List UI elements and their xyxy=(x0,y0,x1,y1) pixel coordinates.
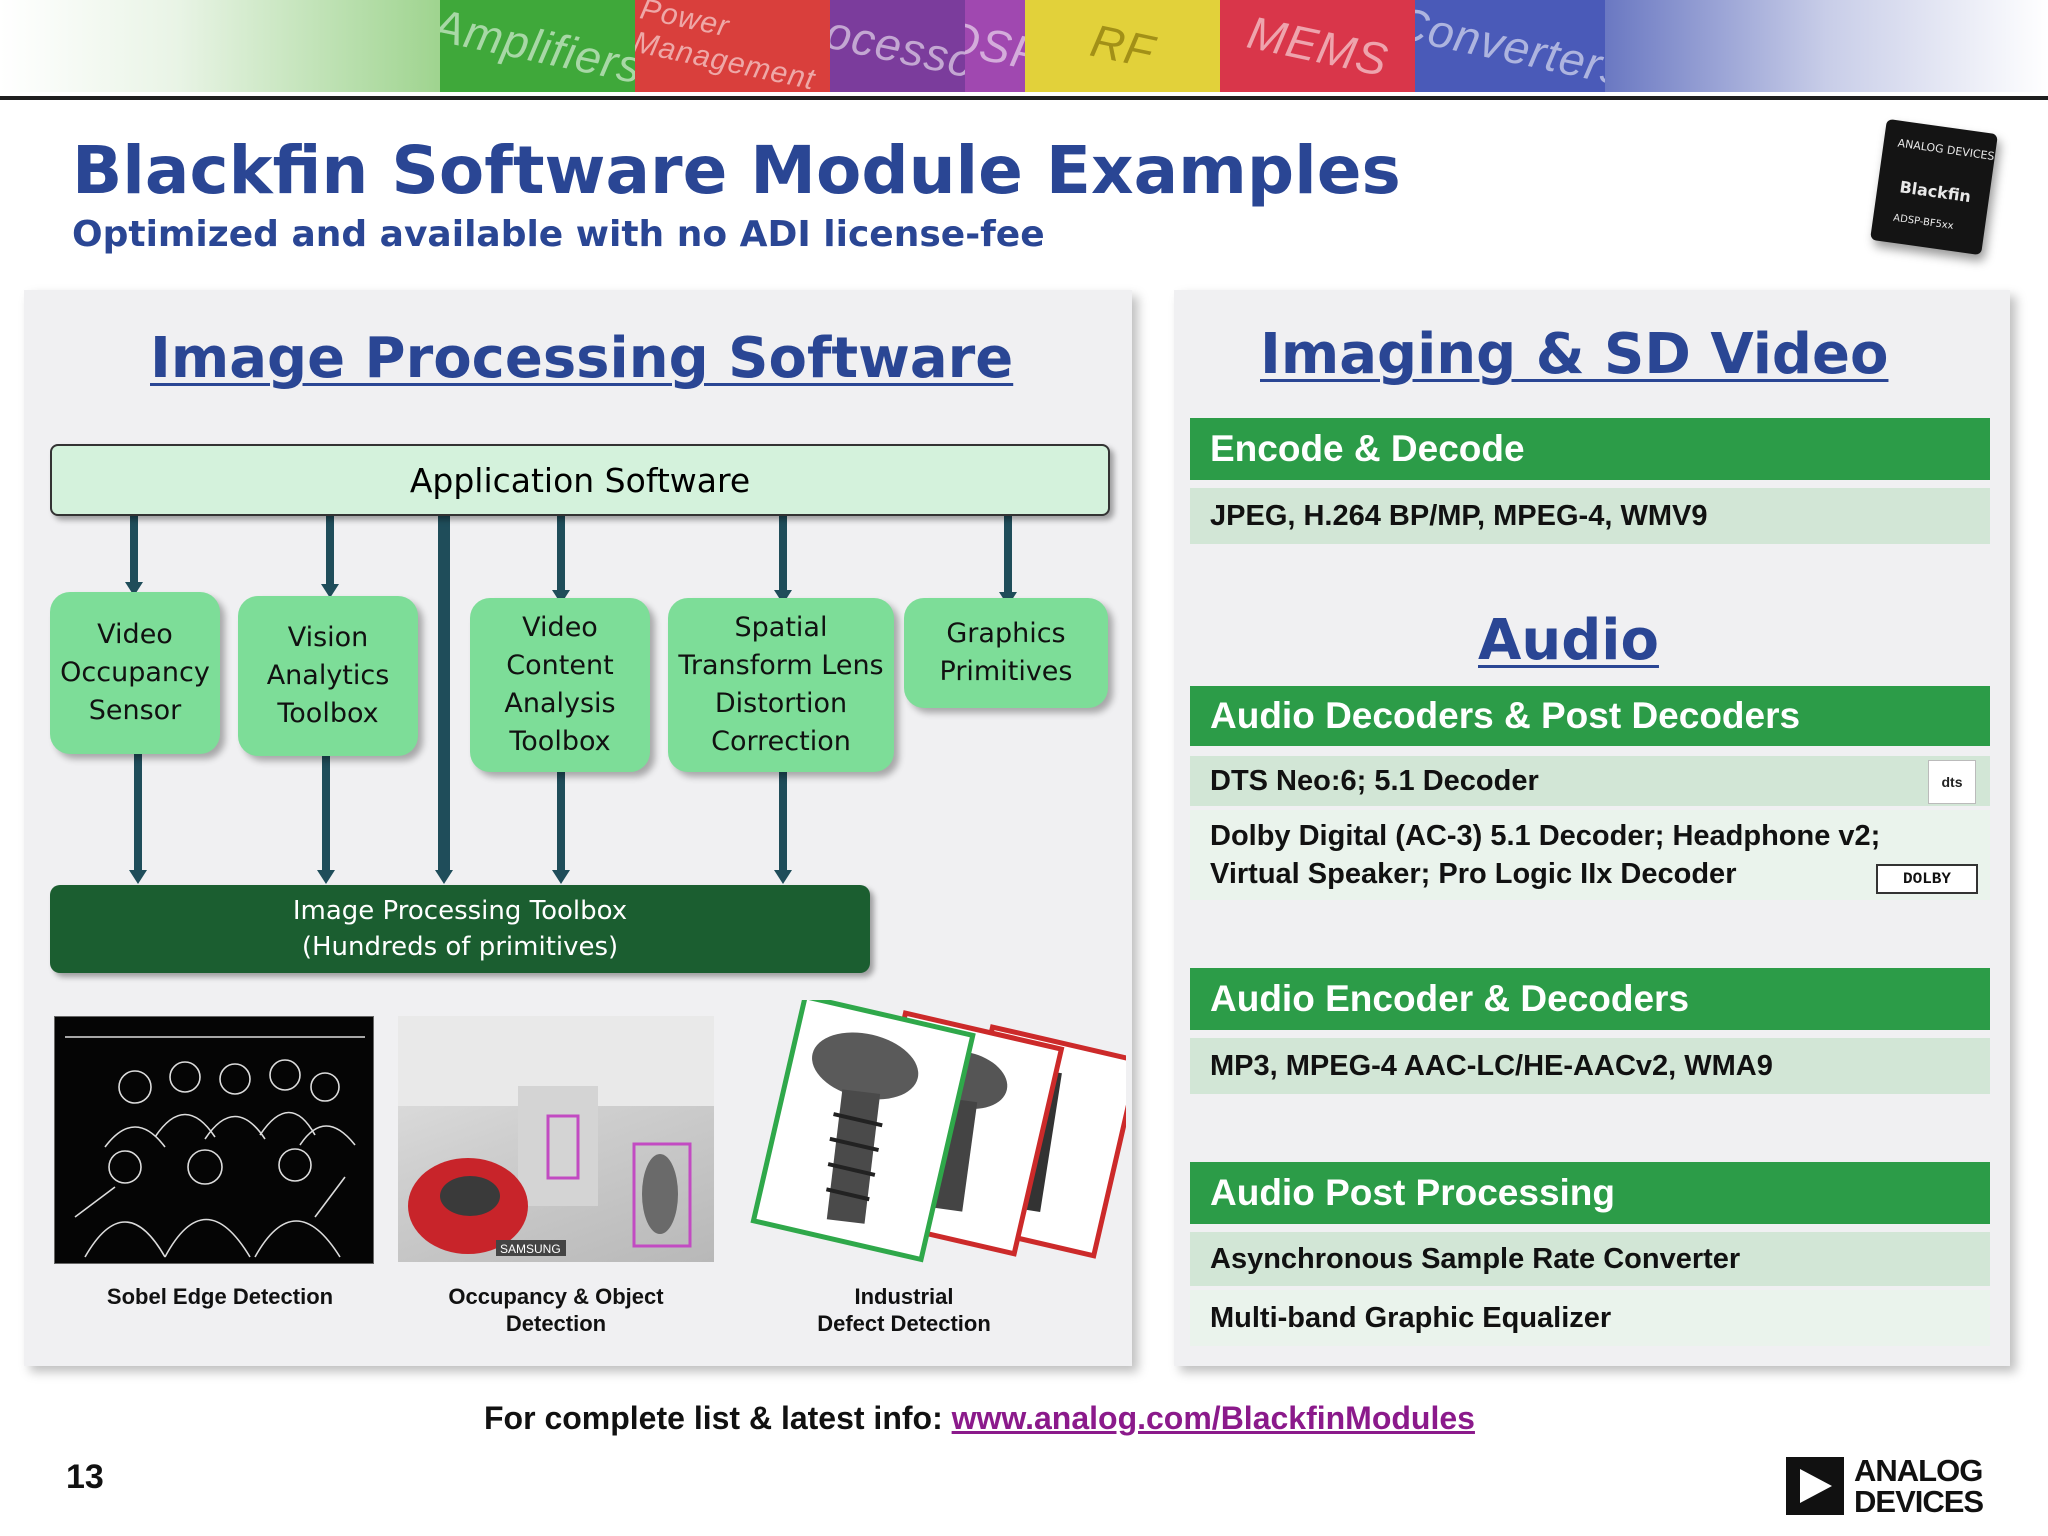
audio-decoders-header: Audio Decoders & Post Decoders xyxy=(1190,686,1990,746)
arrow-head xyxy=(774,870,792,884)
audio-post-row-asrc: Asynchronous Sample Rate Converter xyxy=(1190,1232,1990,1286)
banner-power-management: Power Management xyxy=(635,0,830,92)
footer-label: For complete list & latest info: xyxy=(484,1400,943,1436)
caption-line: Detection xyxy=(505,1311,607,1336)
banner-processors: Processors xyxy=(830,0,965,92)
adi-logo-line: DEVICES xyxy=(1854,1484,1984,1519)
banner-rf: RF xyxy=(1025,0,1220,92)
arrow-line xyxy=(130,512,138,584)
adi-logo-text: ANALOG DEVICES xyxy=(1854,1453,1984,1519)
footer-info: For complete list & latest info: www.ana… xyxy=(484,1400,1475,1437)
arrow-head xyxy=(552,870,570,884)
arrow-head xyxy=(129,870,147,884)
image-processing-toolbox: Image Processing Toolbox (Hundreds of pr… xyxy=(50,885,870,973)
adi-triangle-icon xyxy=(1786,1457,1844,1515)
toolbox-subtitle: (Hundreds of primitives) xyxy=(301,932,619,962)
caption-line: Occupancy & Object xyxy=(448,1284,664,1309)
arrow-line xyxy=(134,754,142,872)
module-video-content-analysis-toolbox: Video Content Analysis Toolbox xyxy=(470,598,650,772)
audio-post-row-eq: Multi-band Graphic Equalizer xyxy=(1190,1290,1990,1346)
banner-fade-left xyxy=(0,0,440,92)
arrow-line xyxy=(557,772,565,872)
banner-converters: Converters xyxy=(1415,0,1605,92)
caption-defect: Industrial Defect Detection xyxy=(744,1283,1064,1337)
arrow-head xyxy=(317,870,335,884)
arrow-line xyxy=(326,512,334,586)
audio-post-header: Audio Post Processing xyxy=(1190,1162,1990,1224)
module-video-occupancy-sensor: Video Occupancy Sensor xyxy=(50,592,220,754)
encode-decode-header: Encode & Decode xyxy=(1190,418,1990,480)
banner-divider xyxy=(0,96,2048,100)
arrow-line xyxy=(779,772,787,872)
analog-devices-logo: ANALOG DEVICES xyxy=(1786,1455,1992,1519)
chip-brand: ANALOG DEVICES xyxy=(1896,136,1996,164)
module-vision-analytics-toolbox: Vision Analytics Toolbox xyxy=(238,596,418,756)
occupancy-detection-image: SAMSUNG xyxy=(398,1016,714,1262)
dts-text: DTS Neo:6; 5.1 Decoder xyxy=(1210,764,1539,797)
adi-logo-line: ANALOG xyxy=(1854,1453,1983,1488)
application-software-box: Application Software xyxy=(50,444,1110,516)
imaging-video-heading: Imaging & SD Video xyxy=(1260,322,1889,387)
arrow-line xyxy=(557,512,565,592)
audio-decoder-row-dolby: Dolby Digital (AC-3) 5.1 Decoder; Headph… xyxy=(1190,810,1990,900)
page-subtitle: Optimized and available with no ADI lice… xyxy=(72,214,1045,255)
module-spatial-transform-lens-correction: Spatial Transform Lens Distortion Correc… xyxy=(668,598,894,772)
toolbox-title: Image Processing Toolbox xyxy=(292,896,628,926)
chip-part: ADSP-BF5xx xyxy=(1892,212,1955,233)
arrow-head xyxy=(321,584,339,598)
caption-sobel: Sobel Edge Detection xyxy=(60,1283,380,1310)
banner-dsp: DSP xyxy=(965,0,1025,92)
arrow-line xyxy=(1004,512,1012,594)
category-banner: Amplifiers Power Management Processors D… xyxy=(0,0,2048,92)
blackfin-modules-link[interactable]: www.analog.com/BlackfinModules xyxy=(951,1400,1475,1436)
banner-fade-right xyxy=(1605,0,2048,92)
image-processing-heading: Image Processing Software xyxy=(150,326,1014,391)
sobel-edge-image xyxy=(54,1016,374,1264)
caption-line: Defect Detection xyxy=(817,1311,991,1336)
module-graphics-primitives: Graphics Primitives xyxy=(904,598,1108,708)
dolby-text: Dolby Digital (AC-3) 5.1 Decoder; Headph… xyxy=(1210,820,1881,890)
caption-line: Sobel Edge Detection xyxy=(106,1284,334,1309)
banner-mems: MEMS xyxy=(1220,0,1415,92)
audio-encoders-row: MP3, MPEG-4 AAC-LC/HE-AACv2, WMA9 xyxy=(1190,1038,1990,1094)
dolby-logo-icon: DOLBY xyxy=(1876,864,1978,894)
page-number: 13 xyxy=(66,1458,104,1496)
arrow-line xyxy=(322,756,330,872)
audio-encoders-header: Audio Encoder & Decoders xyxy=(1190,968,1990,1030)
chip-name: Blackfin xyxy=(1898,177,1973,207)
arrow-line-direct xyxy=(438,512,450,872)
defect-detection-image xyxy=(736,1000,1126,1290)
caption-line: Industrial xyxy=(854,1284,954,1309)
encode-decode-row: JPEG, H.264 BP/MP, MPEG-4, WMV9 xyxy=(1190,488,1990,544)
blackfin-chip-image: ANALOG DEVICES Blackfin ADSP-BF5xx xyxy=(1870,118,1998,256)
banner-amplifiers: Amplifiers xyxy=(440,0,635,92)
audio-heading: Audio xyxy=(1478,608,1659,673)
caption-occupancy: Occupancy & Object Detection xyxy=(396,1283,716,1337)
arrow-head xyxy=(435,870,453,884)
audio-decoder-row-dts: DTS Neo:6; 5.1 Decoder xyxy=(1190,756,1990,806)
camera-overlay-text: SAMSUNG xyxy=(500,1242,561,1256)
dts-logo-icon: dts xyxy=(1928,760,1976,804)
arrow-line xyxy=(779,512,787,592)
page-title: Blackfin Software Module Examples xyxy=(72,132,1401,209)
